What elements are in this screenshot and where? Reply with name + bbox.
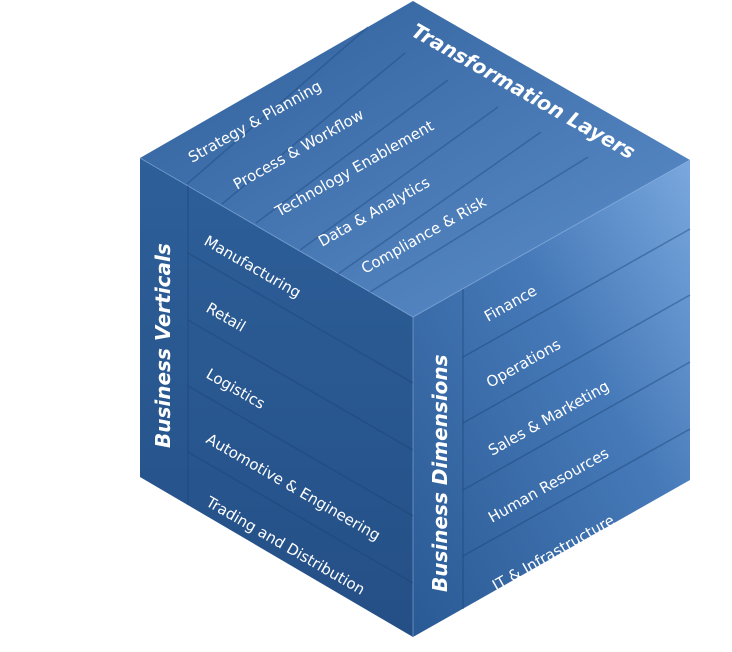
right-face-title: Business Dimensions bbox=[428, 354, 452, 592]
cube-right-face bbox=[413, 160, 690, 637]
left-band-dividers bbox=[187, 186, 414, 584]
top-band-dividers bbox=[186, 26, 589, 293]
right-band-dividers bbox=[462, 228, 691, 609]
left-face-title: Business Verticals bbox=[151, 243, 175, 448]
cube-edges bbox=[139, 157, 691, 637]
